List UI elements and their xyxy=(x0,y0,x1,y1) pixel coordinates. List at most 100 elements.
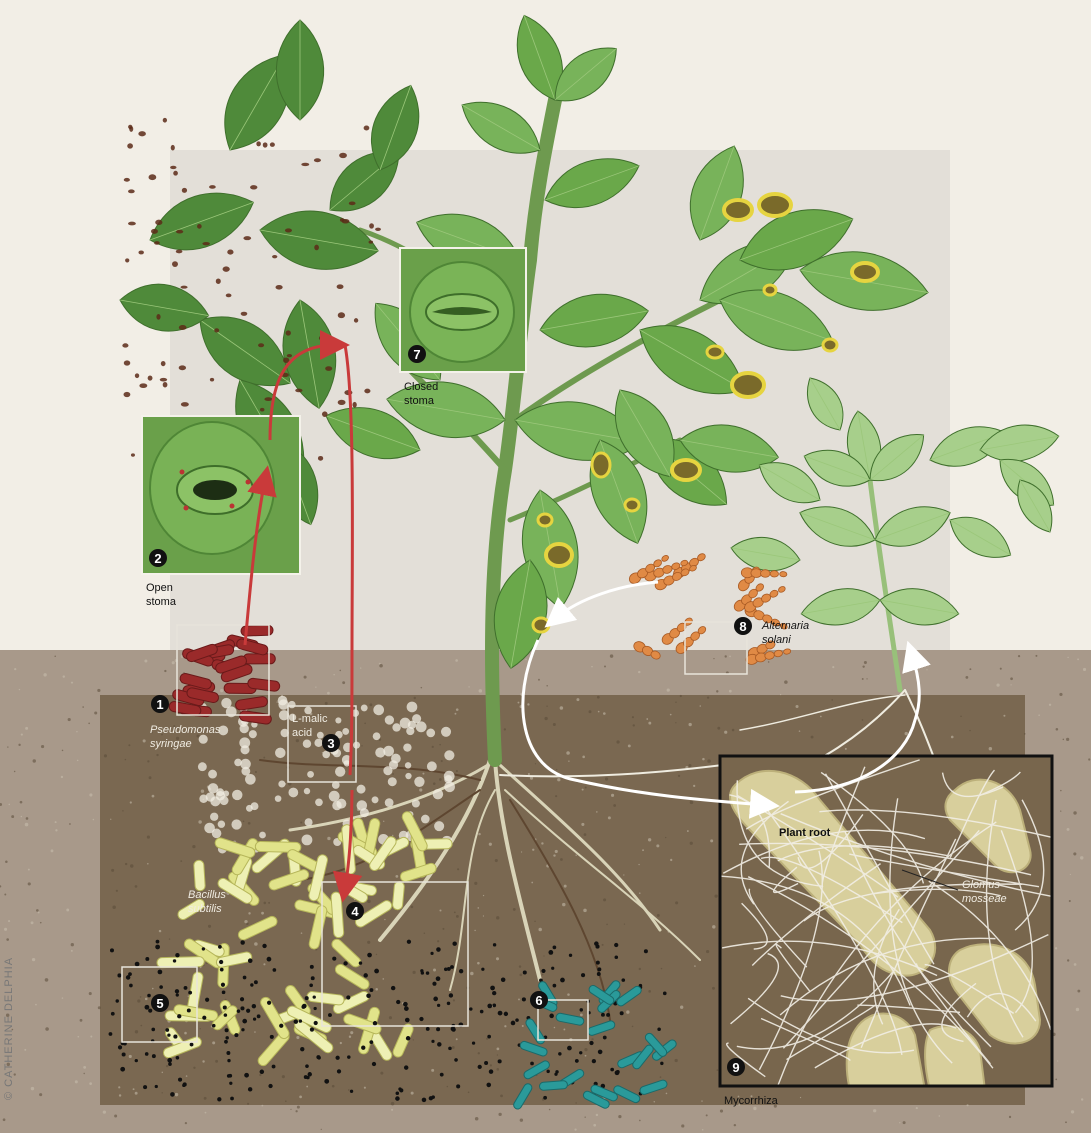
signal-dot xyxy=(487,1004,492,1009)
signal-dot xyxy=(228,1074,232,1078)
soil-speck xyxy=(483,895,484,896)
soil-speck xyxy=(873,1109,876,1112)
soil-speck xyxy=(453,999,455,1001)
soil-speck xyxy=(693,785,695,787)
soil-speck xyxy=(989,747,992,750)
leaf-spot xyxy=(170,166,176,169)
soil-speck xyxy=(204,1097,207,1100)
soil-speck xyxy=(534,921,535,922)
soil-speck xyxy=(159,930,161,932)
signal-dot xyxy=(558,1052,561,1055)
soil-speck xyxy=(602,944,604,946)
marker-9: 9 xyxy=(727,1058,745,1076)
signal-dot xyxy=(225,1036,228,1039)
signal-dot xyxy=(541,969,545,973)
signal-dot xyxy=(273,968,277,972)
signal-dot xyxy=(551,967,554,970)
soil-speck xyxy=(433,782,436,785)
soil-speck xyxy=(1009,1116,1011,1118)
leaf-spot xyxy=(319,336,323,340)
leaf-spot xyxy=(364,126,370,131)
soil-speck xyxy=(432,746,434,748)
leaf-spot xyxy=(223,266,230,271)
signal-dot xyxy=(223,1005,227,1009)
signal-dot xyxy=(111,1012,115,1016)
signal-dot xyxy=(454,1058,458,1062)
signal-dot xyxy=(120,1067,125,1072)
soil-speck xyxy=(680,1006,683,1009)
signal-dot xyxy=(173,959,176,962)
soil-speck xyxy=(479,689,483,693)
soil-speck xyxy=(498,1113,501,1116)
soil-speck xyxy=(413,1039,414,1040)
signal-dot xyxy=(515,1018,519,1022)
malic-acid-dot xyxy=(275,748,285,758)
soil-speck xyxy=(77,760,79,762)
soil-speck xyxy=(31,1087,34,1090)
signal-dot xyxy=(248,1087,252,1091)
signal-dot xyxy=(504,1012,508,1016)
leaf-spot xyxy=(226,294,232,298)
leaf-spot xyxy=(349,202,356,206)
soil-speck xyxy=(45,1027,49,1031)
leaf-spot xyxy=(270,142,275,146)
label-alternaria-2: solani xyxy=(762,634,791,646)
malic-acid-dot xyxy=(208,770,217,779)
soil-speck xyxy=(147,863,149,865)
leaf-spot xyxy=(124,392,131,397)
signal-dot xyxy=(592,1059,596,1063)
soil-speck xyxy=(276,701,277,702)
signal-dot xyxy=(598,1050,603,1055)
signal-dot xyxy=(175,989,179,993)
malic-acid-dot xyxy=(405,773,411,779)
soil-speck xyxy=(38,911,40,913)
soil-speck xyxy=(831,699,833,701)
soil-speck xyxy=(1083,668,1086,671)
soil-speck xyxy=(675,702,676,703)
signal-dot xyxy=(202,947,205,950)
signal-dot xyxy=(313,995,316,998)
malic-acid-dot xyxy=(336,799,346,809)
marker-2: 2 xyxy=(149,549,167,567)
soil-speck xyxy=(531,882,533,884)
soil-speck xyxy=(297,1106,300,1109)
signal-dot xyxy=(234,1033,238,1037)
soil-speck xyxy=(111,869,114,872)
soil-speck xyxy=(411,1092,414,1095)
leaf-spot xyxy=(286,330,291,335)
soil-speck xyxy=(315,687,316,688)
svg-text:5: 5 xyxy=(156,996,163,1011)
signal-dot xyxy=(554,1073,557,1076)
soil-speck xyxy=(468,1092,470,1094)
malic-acid-dot xyxy=(373,732,381,740)
leaf-spot xyxy=(338,400,346,405)
leaf-spot xyxy=(129,126,133,132)
soil-speck xyxy=(639,968,641,970)
soil-speck xyxy=(1049,704,1051,706)
leaf-spot xyxy=(127,143,133,148)
soil-speck xyxy=(706,1114,708,1116)
signal-dot xyxy=(478,1065,482,1069)
leaf-spot xyxy=(209,185,216,189)
soil-speck xyxy=(261,1105,263,1107)
soil-speck xyxy=(527,703,529,705)
soil-speck xyxy=(296,739,299,742)
soil-speck xyxy=(45,978,49,982)
soil-speck xyxy=(83,1073,84,1074)
soil-speck xyxy=(724,731,727,734)
signal-dot xyxy=(420,969,423,972)
soil-speck xyxy=(675,901,678,904)
soil-speck xyxy=(327,837,330,840)
soil-speck xyxy=(77,1036,79,1038)
soil-speck xyxy=(367,941,370,944)
soil-speck xyxy=(670,714,672,716)
soil-speck xyxy=(8,804,10,806)
leaf-spot xyxy=(155,220,162,225)
soil-speck xyxy=(670,859,672,861)
soil-speck xyxy=(576,698,579,701)
signal-dot xyxy=(254,980,258,984)
soil-speck xyxy=(379,664,383,668)
soil-speck xyxy=(263,757,265,759)
soil-speck xyxy=(130,801,132,803)
malic-acid-dot xyxy=(198,762,207,771)
